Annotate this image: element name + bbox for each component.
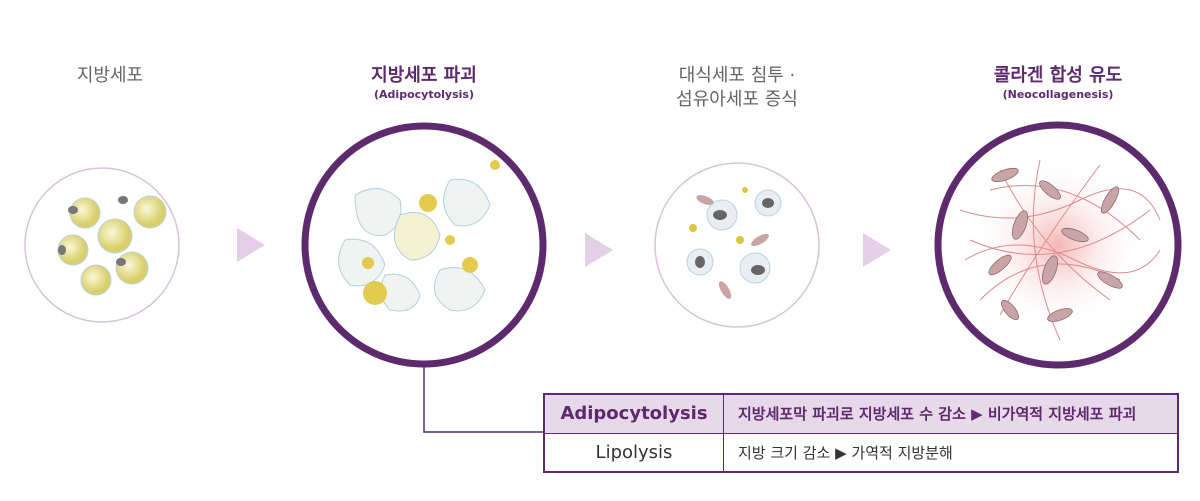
stage3-title: 대식세포 침투 ·섬유아세포 증식 (676, 65, 798, 110)
arrow-icon (585, 233, 613, 267)
stage2-title: 지방세포 파괴(Adipocytolysis) (304, 64, 544, 102)
table-row: Adipocytolysis 지방세포막 파괴로 지방세포 수 감소 ▶ 비가역… (543, 393, 1179, 434)
stage4-subtitle: (Neocollagenesis) (1002, 88, 1114, 101)
term-cell: Adipocytolysis (543, 393, 724, 434)
arrow-icon (237, 228, 265, 262)
ruptured-fat-cells-icon (338, 160, 500, 312)
stage2-subtitle: (Adipocytolysis) (374, 88, 474, 101)
term-cell: Lipolysis (543, 432, 724, 473)
comparison-table: Adipocytolysis 지방세포막 파괴로 지방세포 수 감소 ▶ 비가역… (543, 393, 1179, 473)
connector-line (423, 364, 543, 433)
stage4-title: 콜라겐 합성 유도(Neocollagenesis) (938, 64, 1178, 102)
collagen-fibroblast-icon (959, 159, 1161, 341)
desc-cell: 지방세포막 파괴로 지방세포 수 감소 ▶ 비가역적 지방세포 파괴 (723, 393, 1179, 434)
stage3-circle (654, 162, 820, 328)
desc-cell: 지방 크기 감소 ▶ 가역적 지방분해 (723, 432, 1179, 473)
table-row: Lipolysis 지방 크기 감소 ▶ 가역적 지방분해 (543, 432, 1179, 473)
macrophage-fibroblast-icon (686, 187, 782, 299)
arrow-icon (863, 233, 891, 267)
stage1-title: 지방세포 (76, 65, 144, 86)
fat-cells-icon (57, 195, 167, 296)
